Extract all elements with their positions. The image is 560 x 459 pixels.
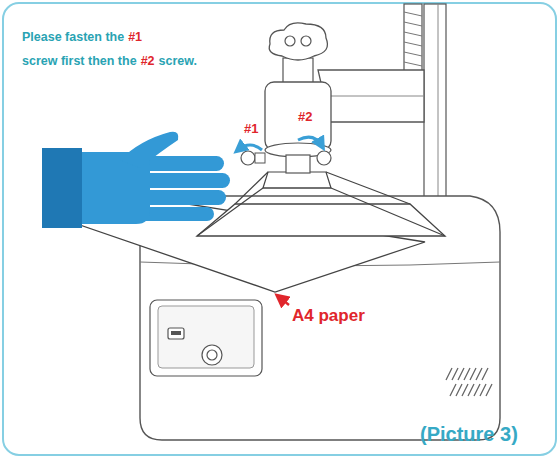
build-plate	[197, 172, 445, 236]
figure-caption: (Picture 3)	[420, 422, 518, 446]
plate-mount	[238, 23, 424, 173]
leader-arrow	[279, 297, 289, 305]
gloved-hand	[42, 132, 230, 228]
picture-frame	[3, 3, 556, 455]
part-label: A4 paper	[292, 306, 365, 326]
callout-number: #2	[296, 109, 314, 125]
instruction-number: #1	[128, 30, 142, 45]
instruction-text: screw.	[159, 54, 197, 69]
callout-number: #1	[242, 121, 260, 137]
instruction-text: screw first then the	[22, 54, 137, 69]
instruction-number: #2	[141, 54, 155, 69]
instruction-text: Please fasten the	[22, 30, 124, 45]
